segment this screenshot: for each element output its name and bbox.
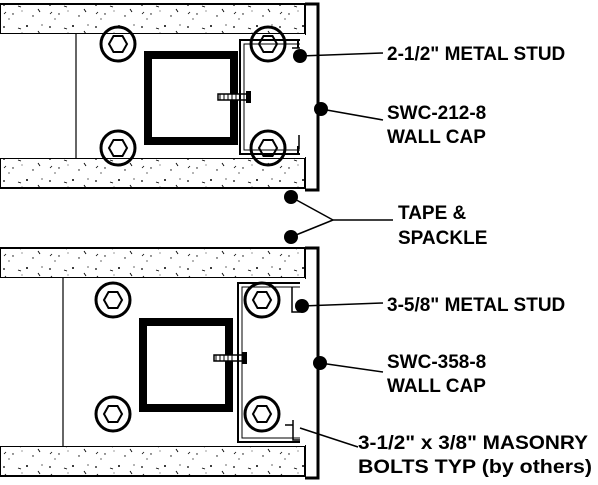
top-wall-assembly bbox=[0, 2, 320, 192]
top-bolt-lower-left bbox=[99, 129, 137, 167]
bottom-screw bbox=[213, 352, 247, 364]
tape-label-line1: TAPE & bbox=[398, 203, 467, 224]
bolts-label-line2: BOLTS TYP (by others) bbox=[358, 457, 592, 478]
top-cap-label-line2: WALL CAP bbox=[387, 127, 486, 148]
tape-label-line2: SPACKLE bbox=[398, 228, 487, 249]
top-drywall-upper bbox=[0, 3, 306, 35]
top-drywall-lower bbox=[0, 157, 306, 189]
bolts-label-line1: 3-1/2" x 3/8" MASONRY bbox=[358, 433, 588, 454]
bottom-stud-label: 3-5/8" METAL STUD bbox=[387, 295, 565, 316]
top-bolt-upper-left bbox=[99, 25, 137, 63]
top-bolt-lower-right bbox=[249, 129, 287, 167]
callout-labels: 2-1/2" METAL STUD SWC-212-8 WALL CAP TAP… bbox=[358, 44, 592, 478]
top-wall-cap bbox=[305, 2, 320, 192]
bottom-wall-assembly bbox=[0, 246, 320, 480]
bottom-metal-stud bbox=[237, 282, 300, 443]
bottom-cap-label-line2: WALL CAP bbox=[387, 376, 486, 397]
top-stud-label: 2-1/2" METAL STUD bbox=[387, 44, 565, 65]
top-metal-stud bbox=[239, 39, 300, 155]
callout-leaders bbox=[284, 49, 393, 448]
bottom-bolt-upper-left bbox=[94, 281, 132, 319]
top-screw bbox=[217, 91, 251, 103]
bottom-drywall-lower bbox=[0, 445, 306, 477]
bottom-bolt-lower-left bbox=[94, 395, 132, 433]
top-cap-label-line1: SWC-212-8 bbox=[387, 103, 486, 124]
bottom-bolt-lower-right bbox=[243, 395, 281, 433]
bottom-drywall-upper bbox=[0, 247, 306, 279]
bottom-cap-label-line1: SWC-358-8 bbox=[387, 352, 486, 373]
bottom-steel-tube bbox=[139, 318, 233, 412]
